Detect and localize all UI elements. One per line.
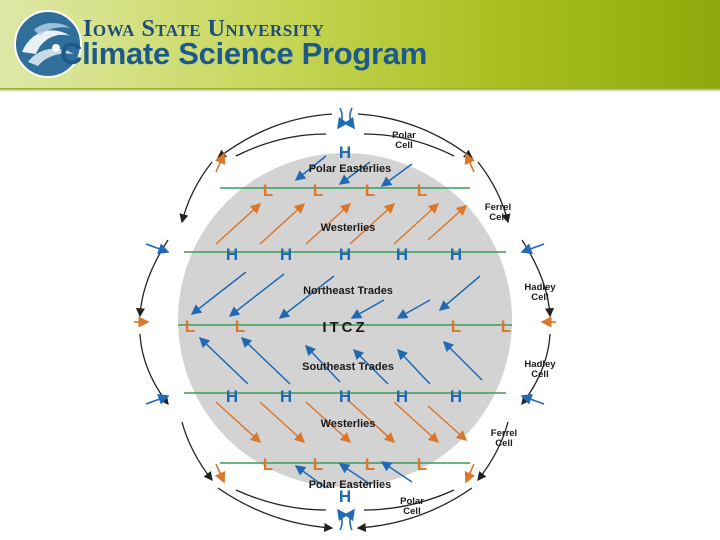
high-label: H — [396, 387, 408, 406]
low-label: L — [365, 455, 375, 474]
high-label: H — [396, 245, 408, 264]
low-label: L — [417, 455, 427, 474]
high-label: H — [339, 387, 351, 406]
high-label: H — [280, 245, 292, 264]
polar-easterlies-bottom-label: Polar Easterlies — [309, 479, 392, 491]
low-label: L — [263, 181, 273, 200]
southeast-trades-label: Southeast Trades — [302, 361, 394, 373]
low-label: L — [313, 181, 323, 200]
high-label: H — [226, 387, 238, 406]
high-label: H — [339, 245, 351, 264]
westerlies-top-label: Westerlies — [321, 222, 376, 234]
high-label: H — [280, 387, 292, 406]
low-label: L — [235, 317, 245, 336]
westerlies-bottom-label: Westerlies — [321, 418, 376, 430]
low-label: L — [451, 317, 461, 336]
low-label: L — [365, 181, 375, 200]
low-label: L — [501, 317, 511, 336]
program-title: Climate Science Program — [60, 36, 427, 72]
northeast-trades-label: Northeast Trades — [303, 285, 393, 297]
atmospheric-circulation-diagram: H H H H H H H H H H H H L L L L L L L L … — [120, 100, 580, 540]
itcz-label: ITCZ — [322, 319, 367, 336]
low-label: L — [417, 181, 427, 200]
high-label: H — [339, 143, 351, 162]
high-label: H — [450, 245, 462, 264]
polar-easterlies-top-label: Polar Easterlies — [309, 163, 392, 175]
low-label: L — [313, 455, 323, 474]
high-label: H — [450, 387, 462, 406]
low-label: L — [263, 455, 273, 474]
low-label: L — [185, 317, 195, 336]
high-label: H — [226, 245, 238, 264]
header-divider — [0, 88, 720, 92]
